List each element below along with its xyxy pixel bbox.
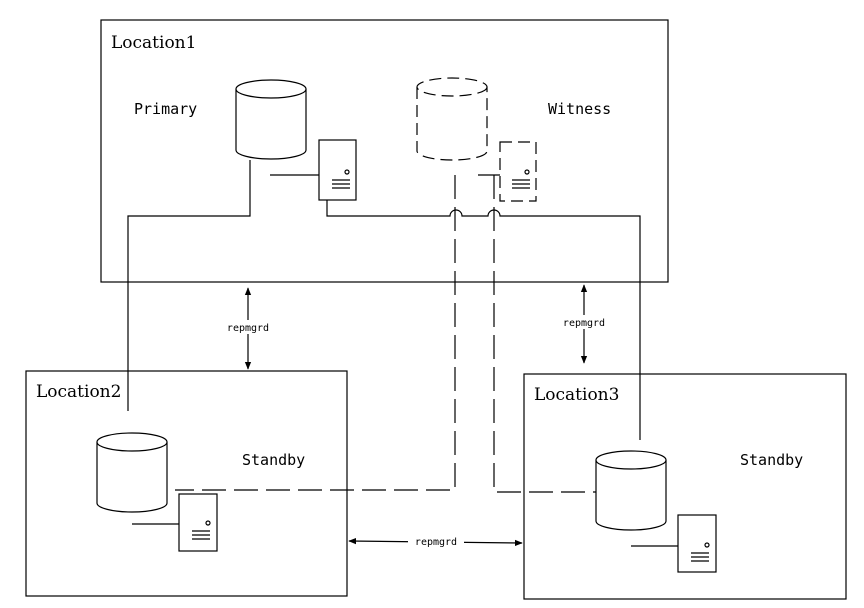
location2-box: [25, 370, 348, 597]
witness-label: Witness: [548, 100, 611, 118]
witness-database-icon: [416, 77, 488, 161]
primary-to-standby3-line: [326, 200, 641, 440]
witness-to-standby3-dashed-line: [493, 175, 596, 493]
witness-server-icon: [499, 141, 537, 202]
primary-database-icon: [235, 79, 307, 160]
repmgrd-label-loc1-loc3: repmgrd: [563, 318, 605, 329]
location1-box: [100, 19, 669, 283]
standby2-label: Standby: [242, 451, 305, 469]
primary-server-icon: [318, 139, 357, 201]
repmgrd-label-loc1-loc2: repmgrd: [227, 323, 269, 334]
standby3-label: Standby: [740, 451, 803, 469]
primary-to-standby2-line: [127, 160, 251, 411]
repmgrd-label-loc2-loc3: repmgrd: [415, 537, 457, 548]
location2-label: Location2: [36, 382, 121, 402]
standby3-server-icon: [677, 514, 717, 573]
location3-label: Location3: [534, 385, 619, 405]
primary-label: Primary: [134, 100, 197, 118]
witness-to-standby2-dashed-line: [175, 175, 456, 491]
standby2-server-icon: [178, 493, 218, 552]
standby3-database-icon: [595, 450, 667, 531]
standby2-database-icon: [96, 432, 168, 513]
location1-label: Location1: [111, 33, 196, 53]
